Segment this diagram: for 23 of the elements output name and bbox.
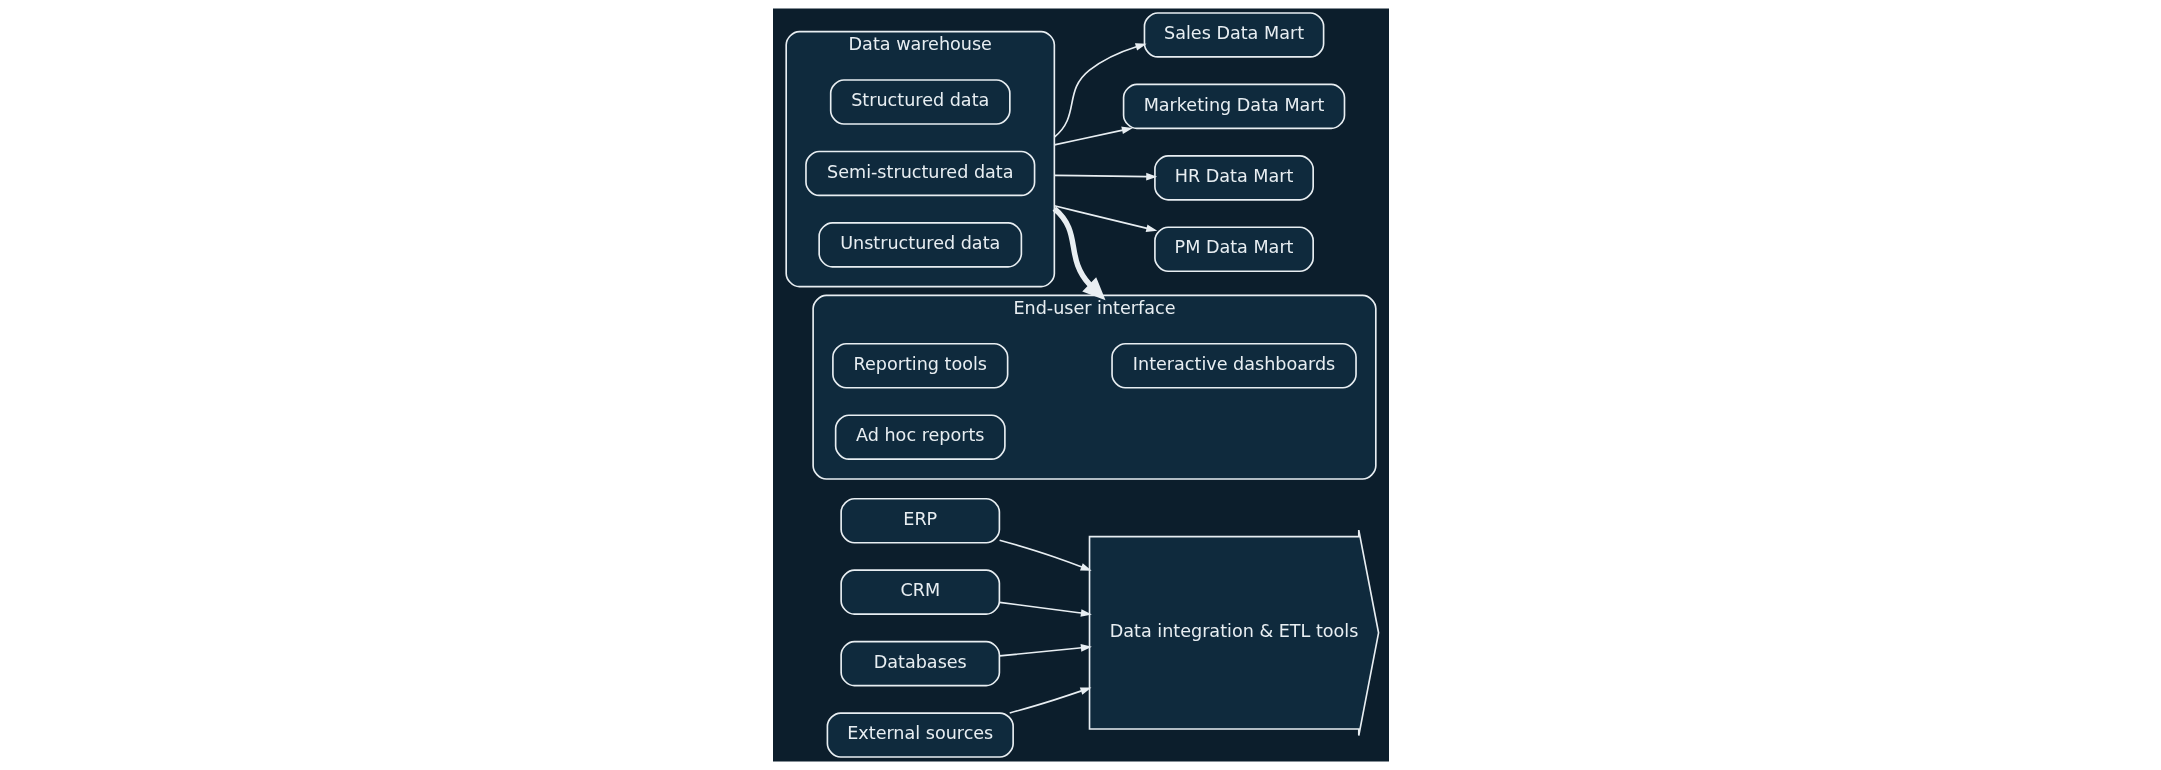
node-box: ERP <box>839 497 1000 544</box>
node-box: Structured data <box>829 79 1011 125</box>
node-box: Interactive dashboards <box>1110 342 1357 389</box>
node-box: Ad hoc reports <box>834 414 1006 460</box>
arrow <box>998 601 1092 617</box>
arrow <box>1053 172 1157 181</box>
arrow <box>998 644 1092 657</box>
node-box: Sales Data Mart <box>1143 12 1324 58</box>
node-box: Semi-structured data <box>804 150 1035 197</box>
arrow <box>1051 206 1106 301</box>
arrow <box>1053 126 1133 146</box>
node-box: Marketing Data Mart <box>1122 83 1345 130</box>
node-box: PM Data Mart <box>1153 226 1314 273</box>
arrow <box>998 539 1092 571</box>
node-box: External sources <box>826 712 1014 758</box>
arrow <box>1053 43 1147 138</box>
arrow <box>1008 687 1091 714</box>
node-box: HR Data Mart <box>1153 155 1314 201</box>
node-box: CRM <box>839 569 1000 615</box>
arrow <box>1053 204 1157 232</box>
node-box: Reporting tools <box>831 342 1008 389</box>
node-box: Unstructured data <box>817 222 1022 268</box>
node-box: Databases <box>839 640 1000 687</box>
